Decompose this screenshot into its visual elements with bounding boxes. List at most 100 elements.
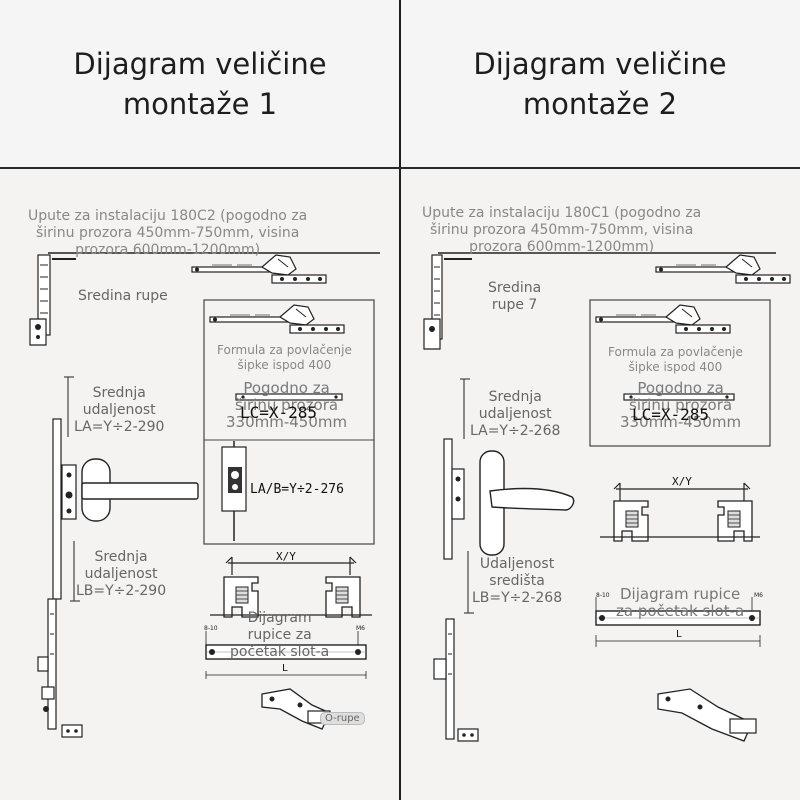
gearbox-rod xyxy=(443,438,465,560)
la-label-line-2: udaljenost xyxy=(82,402,156,418)
horizontal-divider xyxy=(0,167,800,169)
profile-right xyxy=(717,500,753,542)
panel-title-line-2: montaže 2 xyxy=(522,87,678,121)
panel-title: Dijagram veličine montaže 1 xyxy=(0,0,400,168)
suitable-width-note: Pogodno za širinu prozora 330mm-450mm xyxy=(226,380,347,431)
dim-m6: M6 xyxy=(356,625,365,632)
xy-dimension xyxy=(613,482,751,503)
panel-mounting-diagram-1: Dijagram veličine montaže 1 xyxy=(0,0,400,800)
gearbox-drawing xyxy=(221,441,247,541)
xy-dimension xyxy=(225,556,357,575)
lb-dimension xyxy=(464,551,474,614)
top-hinge-arm xyxy=(191,254,327,284)
top-hinge-arm xyxy=(655,254,791,284)
installation-note-line-2: širinu prozora 450mm-750mm, visina xyxy=(429,222,694,238)
xy-label: X/Y xyxy=(276,550,296,563)
lb-label-line-1: Srednja xyxy=(94,549,148,565)
lc-bar xyxy=(235,393,343,401)
la-dimension xyxy=(460,378,470,439)
installation-note-line-3: prozora 600mm-1200mm) xyxy=(469,239,655,255)
la-label-line-2: udaljenost xyxy=(478,406,552,422)
slot-start-bar xyxy=(595,597,761,647)
gearbox-rod xyxy=(52,418,77,600)
dim-8-10: 8-10 xyxy=(596,592,610,599)
hole-center-line-2: rupe 7 xyxy=(491,297,538,313)
la-label: Srednja udaljenost LA=Y÷2-290 xyxy=(74,385,164,436)
installation-note: Upute za instalaciju 180C2 (pogodno za š… xyxy=(28,208,307,259)
la-dimension xyxy=(64,376,74,437)
slot-start-bar xyxy=(205,631,367,679)
lb-label-line-1: Udaljenost xyxy=(479,556,555,572)
hole-center-label: Sredina rupe 7 xyxy=(488,280,541,314)
lb-label-line-2: udaljenost xyxy=(84,566,158,582)
suitable-width-line-1: Pogodno za xyxy=(637,379,724,397)
slot-start-line-1: Dijagram xyxy=(247,610,312,626)
lower-stay-rod xyxy=(37,598,83,738)
slot-start-line-2: za početak slot-a xyxy=(616,602,745,620)
slot-start-note: Dijagram rupice za početak slot-a xyxy=(230,610,329,661)
lb-label-line-3: LB=Y÷2-290 xyxy=(76,583,167,599)
vertical-stay-rod xyxy=(29,254,76,346)
lower-stay-rod xyxy=(433,618,479,742)
formula-note: Formula za povlačenje šipke ispod 400 xyxy=(217,343,352,373)
panel-title-line-1: Dijagram veličine xyxy=(473,47,727,81)
slot-start-line-1: Dijagram rupice xyxy=(620,585,741,603)
inset-frame xyxy=(589,299,771,447)
installation-note-line-3: prozora 600mm-1200mm) xyxy=(75,242,261,258)
la-label-line-1: Srednja xyxy=(488,389,542,405)
installation-note-line-2: širinu prozora 450mm-750mm, visina xyxy=(35,225,300,241)
lc-formula: LC=X-285 xyxy=(632,405,710,424)
xy-label: X/Y xyxy=(672,475,692,488)
suitable-width-line-2: širinu prozora xyxy=(629,396,733,414)
dim-l: L xyxy=(676,629,683,640)
formula-note: Formula za povlačenje šipke ispod 400 xyxy=(608,345,743,375)
dim-8-10: 8-10 xyxy=(204,625,218,632)
lb-label: Srednja udaljenost LB=Y÷2-290 xyxy=(76,549,166,600)
installation-note-line-1: Upute za instalaciju 180C2 (pogodno za xyxy=(28,208,308,224)
panel-title-line-2: montaže 1 xyxy=(122,87,278,121)
vertical-stay-rod xyxy=(423,254,472,350)
slot-start-line-2: rupice za xyxy=(247,627,312,643)
suitable-width-line-3: 330mm-450mm xyxy=(226,413,348,431)
formula-note-line-2: šipke ispod 400 xyxy=(237,358,332,372)
hole-center-label: Sredina rupe xyxy=(78,288,168,304)
suitable-width-note: Pogodno za širinu prozora 330mm-450mm xyxy=(620,380,741,431)
installation-drawing-graphic xyxy=(29,252,380,738)
slot-start-line-3: početak slot-a xyxy=(230,644,330,660)
suitable-width-line-2: širinu prozora xyxy=(235,396,339,414)
o-hole-badge: O-rupe xyxy=(320,712,365,725)
lc-formula: LC=X-285 xyxy=(240,403,318,422)
lb-label: Udaljenost središta LB=Y÷2-268 xyxy=(472,556,562,607)
installation-drawing: Upute za instalaciju 180C2 (pogodno za š… xyxy=(0,169,400,800)
inset-hinge-arm xyxy=(209,304,345,334)
dim-m6: M6 xyxy=(754,592,763,599)
window-handle xyxy=(81,458,199,522)
vertical-divider xyxy=(399,0,401,800)
hole-center-line-1: Sredina xyxy=(488,280,542,296)
panel-title-line-1: Dijagram veličine xyxy=(73,47,327,81)
la-label-line-3: LA=Y÷2-268 xyxy=(470,423,561,439)
lb-dimension xyxy=(70,541,80,602)
window-handle xyxy=(479,450,575,556)
lb-label-line-3: LB=Y÷2-268 xyxy=(472,590,563,606)
la-label: Srednja udaljenost LA=Y÷2-268 xyxy=(470,389,560,440)
panel-title: Dijagram veličine montaže 2 xyxy=(400,0,800,168)
installation-drawing: Upute za instalaciju 180C1 (pogodno za š… xyxy=(400,169,800,800)
formula-note-line-2: šipke ispod 400 xyxy=(628,360,723,374)
suitable-width-line-3: 330mm-450mm xyxy=(620,413,742,431)
profile-left xyxy=(613,500,649,542)
inset-frame xyxy=(203,299,375,545)
profile-right xyxy=(325,576,361,618)
la-label-line-3: LA=Y÷2-290 xyxy=(74,419,165,435)
panel-mounting-diagram-2: Dijagram veličine montaže 2 xyxy=(400,0,800,800)
formula-note-line-1: Formula za povlačenje xyxy=(217,343,352,357)
dim-l: L xyxy=(282,663,289,674)
suitable-width-line-1: Pogodno za xyxy=(243,379,330,397)
lb-label-line-2: središta xyxy=(489,573,545,589)
lc-bar xyxy=(623,393,735,401)
slot-start-note: Dijagram rupice za početak slot-a xyxy=(616,586,744,620)
corner-hinge-drawing xyxy=(657,688,757,742)
inset-hinge-arm xyxy=(595,304,731,334)
installation-drawing-graphic xyxy=(423,252,791,742)
lab-formula: LA/B=Y÷2-276 xyxy=(250,482,344,497)
